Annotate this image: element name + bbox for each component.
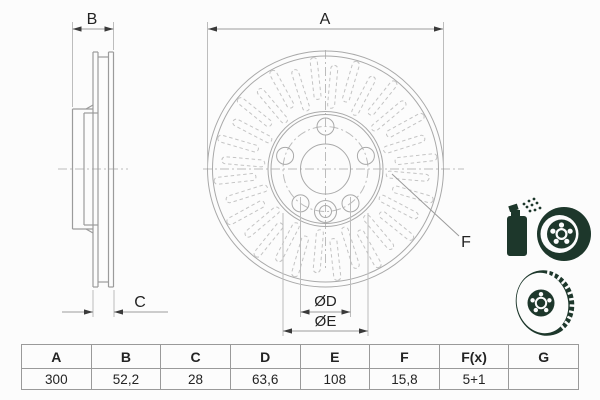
dimension-c: C xyxy=(62,290,168,317)
spec-table: A B C D E F F(x) G 300 52,2 28 63,6 108 … xyxy=(21,344,579,390)
arrowhead xyxy=(84,309,93,315)
arrowhead xyxy=(104,26,114,32)
vented-brake-disc-icon xyxy=(515,270,575,336)
arrowhead xyxy=(434,26,443,32)
f-leader-line xyxy=(391,173,460,237)
header-cell-fx: F(x) xyxy=(438,344,510,369)
bolt-circle xyxy=(282,126,369,212)
arrowhead xyxy=(208,26,217,32)
vent-slots xyxy=(213,57,438,281)
arrowhead xyxy=(283,328,292,334)
front-view: A ØD ØE F xyxy=(203,11,471,336)
technical-drawing: B C xyxy=(58,11,471,336)
dimension-b: B xyxy=(72,11,114,107)
bolt-hole xyxy=(276,146,295,165)
value-cell-f: 15,8 xyxy=(369,368,440,390)
spec-table-header-row: A B C D E F F(x) G xyxy=(21,344,579,369)
dim-label-c: C xyxy=(134,294,146,311)
header-cell-a: A xyxy=(21,344,92,369)
vent-slot-marks xyxy=(546,270,575,331)
dim-label-e: ØE xyxy=(315,313,337,330)
value-cell-e: 108 xyxy=(299,368,371,390)
arrowhead xyxy=(114,309,123,315)
hat-outer-circle xyxy=(267,111,384,227)
header-cell-c: C xyxy=(160,344,231,369)
header-cell-b: B xyxy=(90,344,162,369)
dimension-e: ØE xyxy=(282,213,369,336)
dim-label-b: B xyxy=(87,11,98,28)
dim-label-a: A xyxy=(320,11,331,28)
bolt-hole xyxy=(316,117,335,136)
arrowhead xyxy=(359,328,368,334)
dimension-d: ØD xyxy=(300,197,351,317)
outer-diameter-circle xyxy=(207,50,444,288)
value-cell-c: 28 xyxy=(160,368,231,390)
value-cell-fx: 5+1 xyxy=(438,368,510,390)
header-cell-g: G xyxy=(508,344,579,369)
header-cell-d: D xyxy=(229,344,301,369)
spec-table-value-row: 300 52,2 28 63,6 108 15,8 5+1 xyxy=(21,368,579,390)
arrowhead xyxy=(341,309,351,315)
value-cell-g xyxy=(508,368,579,390)
value-cell-d: 63,6 xyxy=(229,368,301,390)
dim-label-d: ØD xyxy=(314,293,337,310)
dimension-f: F xyxy=(391,173,471,251)
value-cell-b: 52,2 xyxy=(90,368,162,390)
locating-hole-inner xyxy=(319,205,332,218)
arrowhead xyxy=(300,309,310,315)
value-cell-a: 300 xyxy=(21,368,92,390)
dimension-a: A xyxy=(207,11,444,168)
spray-can-coated-disc-icon xyxy=(507,197,591,261)
header-cell-f: F xyxy=(369,344,440,369)
rim-inner-circle xyxy=(212,55,439,283)
spray-mist xyxy=(522,197,542,213)
center-bore-circle xyxy=(300,143,351,195)
bolt-hole xyxy=(356,146,375,165)
side-view: B C xyxy=(58,11,168,317)
hat-inner-circle xyxy=(270,114,381,224)
dim-label-f: F xyxy=(461,234,471,251)
locating-hole-outer xyxy=(314,200,337,223)
arrowhead xyxy=(72,26,82,32)
header-cell-e: E xyxy=(299,344,371,369)
